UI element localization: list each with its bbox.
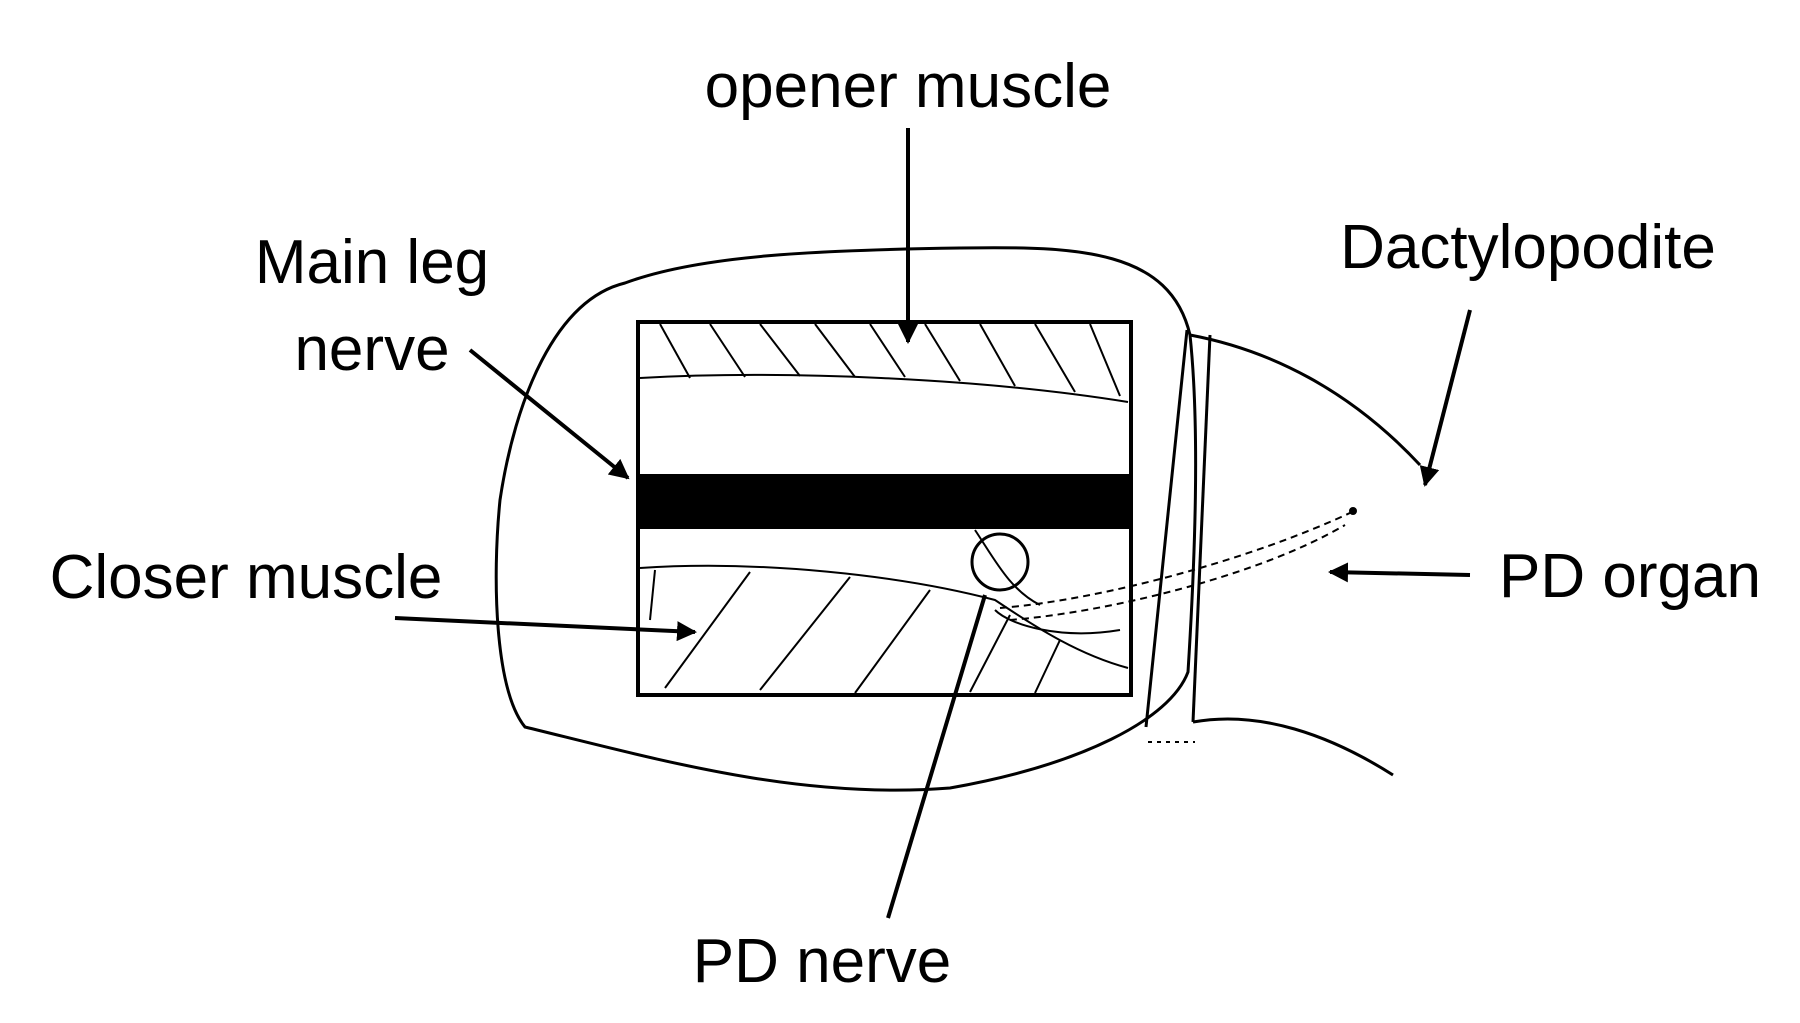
label-pd-organ: PD organ [1499,542,1761,611]
leg-segment-outline [494,246,1198,792]
dactylopodite-arrow [1419,309,1472,487]
main-leg-nerve-arrow [468,348,630,480]
opener-muscle-boundary [639,374,1129,403]
label-main-leg-nerve-line2: nerve [294,315,449,384]
pd-organ-junction [994,609,1121,635]
pd-nerve-circle [970,532,1030,592]
label-main-leg-nerve-line1: Main leg [255,228,489,297]
opener-muscle [639,323,1129,403]
closer-muscle [639,564,1129,694]
pd-nerve-pointer [886,594,987,919]
closer-muscle-boundary [639,564,1129,669]
label-pd-nerve: PD nerve [693,927,951,996]
pd-nerve-branch [974,529,1041,606]
pd-organ-strand-lower [1009,524,1346,621]
pd-organ-strand-upper [999,511,1353,609]
label-opener-muscle: opener muscle [705,52,1112,121]
closer-muscle-arrow [394,616,697,642]
dactylopodite-outline [1189,333,1422,467]
label-closer-muscle: Closer muscle [50,543,443,612]
label-dactylopodite: Dactylopodite [1340,213,1716,282]
main-leg-nerve [638,474,1131,529]
pd-organ-tip [1349,507,1357,515]
joint-line-left [1144,329,1189,728]
pd-organ-arrow [1328,562,1471,583]
joint-line-right [1191,334,1212,723]
dactylopodite-lower-outline [1192,717,1394,777]
